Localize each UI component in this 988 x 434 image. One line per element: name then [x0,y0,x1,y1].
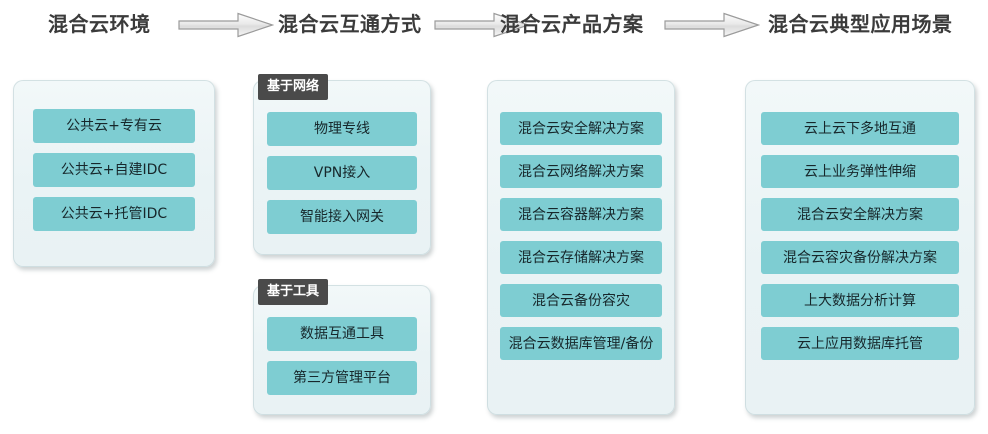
list-item[interactable]: 混合云容器解决方案 [500,198,662,231]
arrow-right-icon-1 [178,12,275,38]
interconnect-tools-panel: 数据互通工具 第三方管理平台 [253,285,431,415]
list-item[interactable]: VPN接入 [267,156,417,190]
list-item[interactable]: 混合云网络解决方案 [500,155,662,188]
hybrid-cloud-product-solutions-panel: 混合云安全解决方案 混合云网络解决方案 混合云容器解决方案 混合云存储解决方案 … [487,80,675,415]
list-item[interactable]: 云上云下多地互通 [761,112,959,145]
list-item[interactable]: 第三方管理平台 [267,361,417,395]
list-item[interactable]: 公共云+托管IDC [33,197,195,231]
environment-item-list: 公共云+专有云 公共云+自建IDC 公共云+托管IDC [33,109,195,231]
group-badge-tools: 基于工具 [258,279,329,305]
arrow-right-icon-2 [434,12,531,38]
hybrid-cloud-environment-panel: 公共云+专有云 公共云+自建IDC 公共云+托管IDC [13,80,215,267]
list-item[interactable]: 云上业务弹性伸缩 [761,155,959,188]
network-item-list: 物理专线 VPN接入 智能接入网关 [267,112,417,234]
stage-title-environment: 混合云环境 [48,12,151,36]
list-item[interactable]: 混合云存储解决方案 [500,241,662,274]
list-item[interactable]: 混合云安全解决方案 [761,198,959,231]
list-item[interactable]: 混合云数据库管理/备份 [500,327,662,360]
list-item[interactable]: 数据互通工具 [267,317,417,351]
group-badge-network: 基于网络 [258,74,329,100]
list-item[interactable]: 混合云备份容灾 [500,284,662,317]
stage-title-products: 混合云产品方案 [500,12,644,36]
list-item[interactable]: 物理专线 [267,112,417,146]
arrow-right-icon-3 [664,12,761,38]
list-item[interactable]: 智能接入网关 [267,200,417,234]
list-item[interactable]: 混合云容灾备份解决方案 [761,241,959,274]
list-item[interactable]: 云上应用数据库托管 [761,327,959,360]
tools-item-list: 数据互通工具 第三方管理平台 [267,317,417,395]
hybrid-cloud-scenarios-panel: 云上云下多地互通 云上业务弹性伸缩 混合云安全解决方案 混合云容灾备份解决方案 … [745,80,975,415]
list-item[interactable]: 上大数据分析计算 [761,284,959,317]
stage-header-row: 混合云环境 混合云互通方式 [0,0,988,56]
interconnect-network-panel: 物理专线 VPN接入 智能接入网关 [253,80,431,255]
scenarios-item-list: 云上云下多地互通 云上业务弹性伸缩 混合云安全解决方案 混合云容灾备份解决方案 … [761,112,959,360]
stage-title-interconnect: 混合云互通方式 [278,12,422,36]
products-item-list: 混合云安全解决方案 混合云网络解决方案 混合云容器解决方案 混合云存储解决方案 … [500,112,662,360]
stage-title-scenarios: 混合云典型应用场景 [768,12,953,36]
list-item[interactable]: 公共云+专有云 [33,109,195,143]
list-item[interactable]: 混合云安全解决方案 [500,112,662,145]
list-item[interactable]: 公共云+自建IDC [33,153,195,187]
